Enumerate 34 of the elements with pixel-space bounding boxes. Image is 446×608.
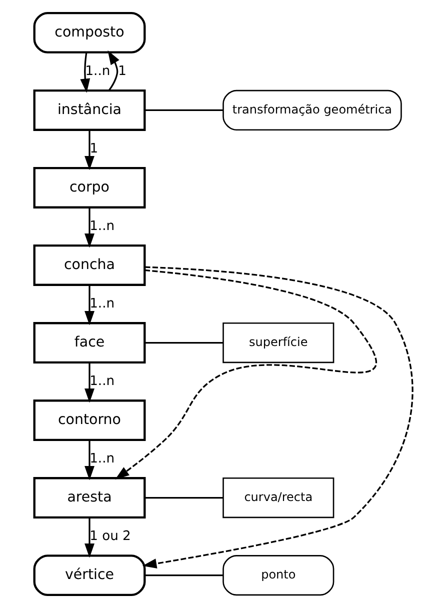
arrow (84, 518, 94, 558)
arrow (84, 130, 94, 170)
connector (144, 342, 223, 344)
connector (144, 496, 223, 499)
edge-label: 1..n (89, 296, 114, 312)
node-box: contorno (32, 400, 146, 442)
edge-label: 1 (118, 64, 126, 79)
connector (144, 574, 223, 576)
node-box: face (32, 322, 146, 364)
node-box: concha (32, 244, 146, 286)
arrow (114, 269, 376, 480)
edge-label: 1..n (89, 218, 114, 234)
edge-label: 1 (89, 141, 98, 156)
arrow (84, 440, 94, 480)
arrow (107, 50, 119, 91)
arrow (142, 266, 413, 568)
node-box: aresta (32, 477, 146, 519)
node-box: composto (32, 12, 146, 54)
node-box: instância (32, 89, 146, 131)
edge-label: 1..n (84, 64, 110, 79)
arrow (84, 284, 94, 326)
edge-label: 1..n (89, 374, 114, 389)
arrow (80, 52, 90, 93)
edge-label: 1..n (89, 451, 114, 466)
edge-label: 1 ou 2 (89, 528, 130, 544)
node-box: superfície (222, 322, 334, 364)
node-box: transformação geométrica (222, 90, 402, 131)
node-box: corpo (32, 166, 146, 208)
node-box: curva/recta (222, 477, 334, 518)
connector (144, 109, 222, 112)
arrow (84, 362, 94, 403)
node-box: ponto (222, 555, 334, 596)
node-box: vértice (32, 554, 146, 596)
arrow (84, 207, 94, 248)
